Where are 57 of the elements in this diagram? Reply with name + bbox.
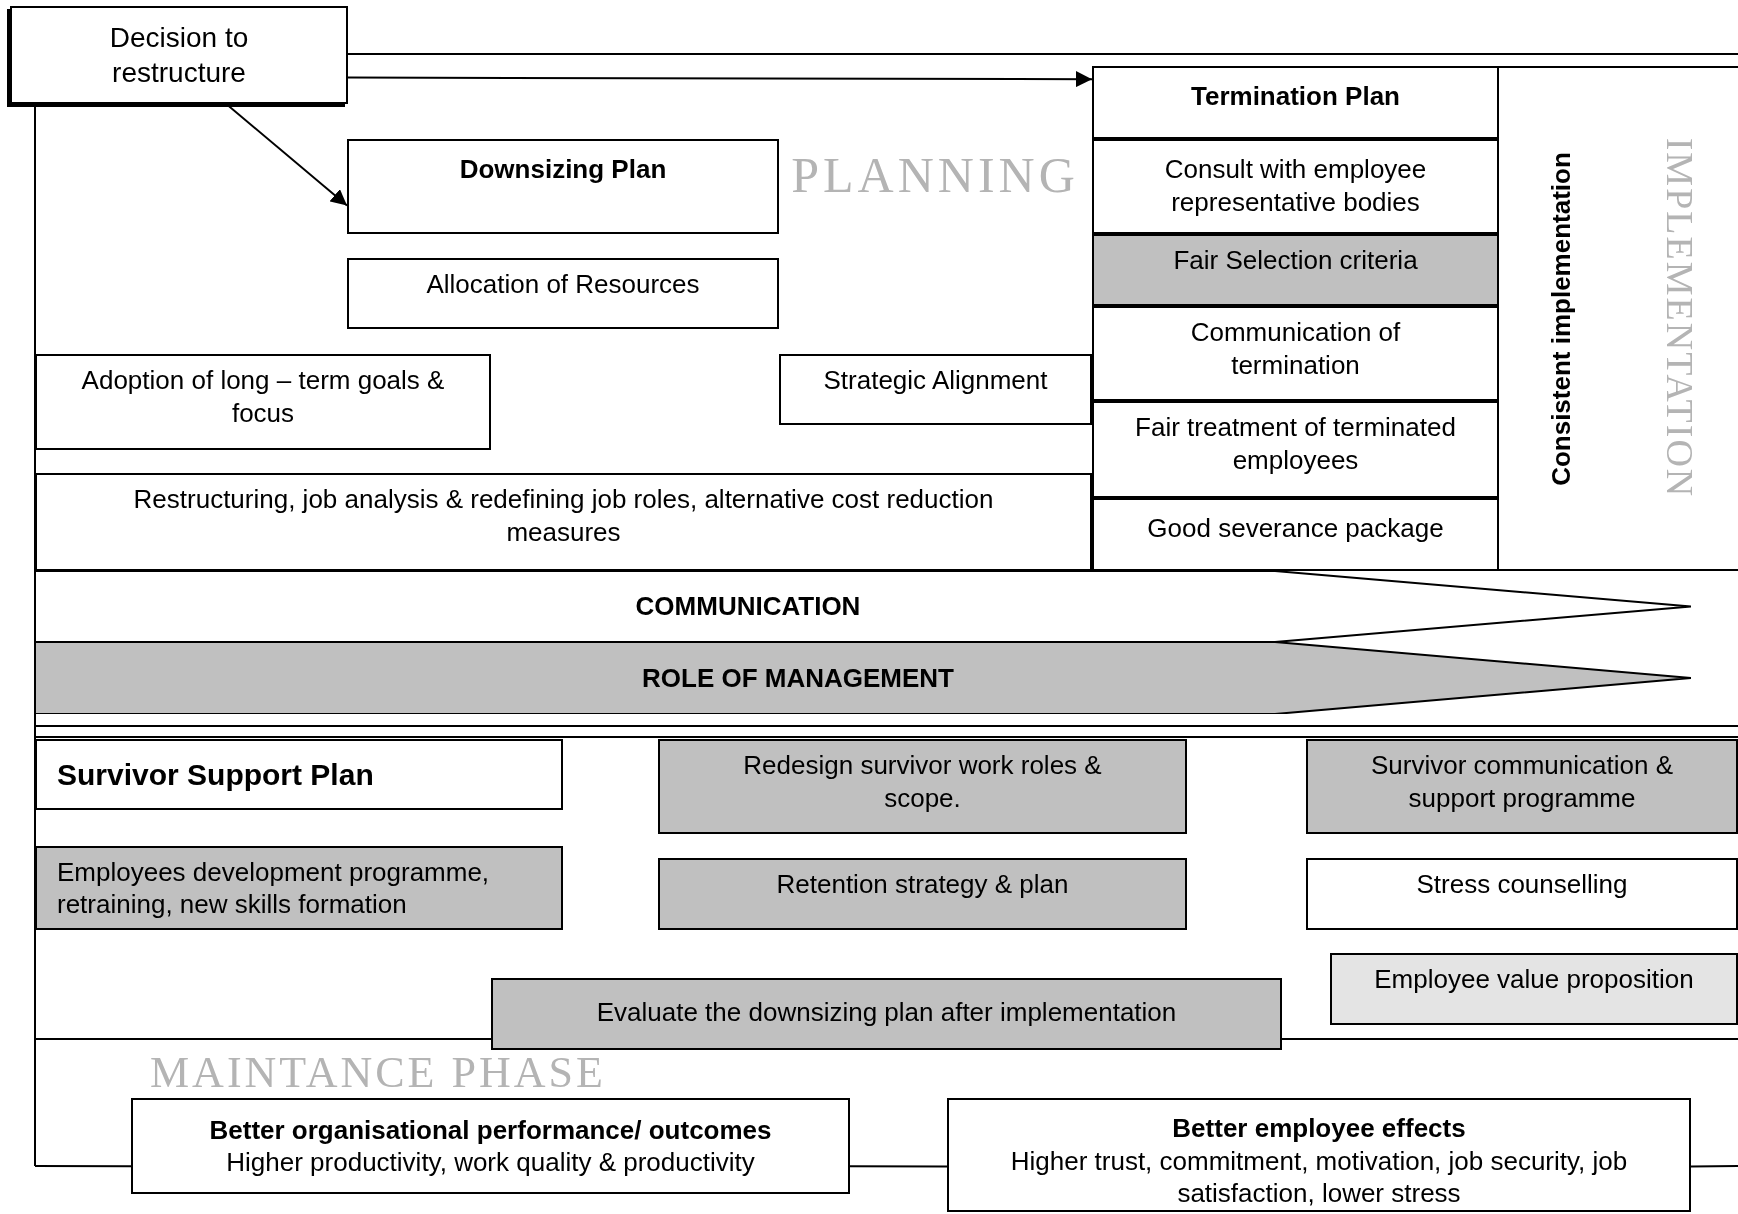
box-label: Good severance package [1147,512,1444,545]
box-label: Fair Selection criteria [1173,244,1418,277]
process-box [1092,234,1499,306]
process-box [35,354,491,450]
connector-line [34,1165,132,1168]
arrow [347,71,1093,88]
watermark-heading: MAINTANCE PHASE [150,1051,606,1095]
vertical-label: Consistent implementation [1544,151,1577,486]
watermark-heading: PLANNING [790,150,1080,200]
process-box [779,354,1092,425]
box-label: Allocation of Resources [426,268,700,301]
process-box [1092,139,1499,234]
process-box [1092,66,1499,139]
band-label: ROLE OF MANAGEMENT [642,661,954,695]
process-box [1306,858,1738,930]
box-label: Termination Plan [1191,80,1400,113]
box-label: Higher productivity, work quality & productivity [226,1146,755,1179]
box-label: Redesign survivor work roles & scope. [742,749,1103,814]
box-label: Stress counselling [1416,868,1628,901]
process-box [347,139,779,234]
box-label: Downsizing Plan [459,153,667,186]
box-heading: Better employee effects [1172,1112,1466,1145]
process-box [35,846,563,930]
box-label: Survivor communication & support programme [1370,749,1674,814]
process-box [1092,306,1499,401]
connector-line [1690,1165,1738,1168]
box-label: Communication of termination [1189,316,1402,381]
box-label: Evaluate the downsizing plan after implementation [596,996,1177,1029]
process-box [491,978,1282,1050]
box-label: Consult with employee representative bodies [1163,153,1428,218]
box-label: Decision to restructure [108,21,250,90]
box-heading: Better organisational performance/ outcomes [209,1113,772,1146]
box-label: Employee value proposition [1374,963,1694,996]
box-label: Employees development programme, retraining, new skills formation [57,855,491,921]
process-box [347,258,779,329]
process-box [1330,953,1738,1025]
box-label: Higher trust, commitment, motivation, job security, job satisfaction, lower stress [1009,1144,1629,1210]
band-label: COMMUNICATION [635,590,861,623]
box-label: Restructuring, job analysis & redefining job roles, alternative cost reduction measures [132,483,995,548]
box-label: Fair treatment of terminated employees [1134,411,1457,476]
connector-line [849,1165,948,1168]
column-box [1499,66,1738,571]
process-box [1306,739,1738,834]
box-label: Strategic Alignment [823,364,1048,397]
box-label: Adoption of long – term goals & focus [80,364,446,429]
process-box [947,1098,1691,1212]
process-box [131,1098,850,1194]
process-box [1092,498,1499,571]
watermark-heading: IMPLEMENTATION [1661,137,1699,499]
process-box [10,6,348,104]
process-box [658,858,1187,930]
process-box [658,739,1187,834]
process-box [1092,401,1499,498]
box-label: Survivor Support Plan [57,756,375,793]
process-box [35,739,563,810]
process-box [35,473,1092,571]
box-label: Retention strategy & plan [776,868,1069,901]
